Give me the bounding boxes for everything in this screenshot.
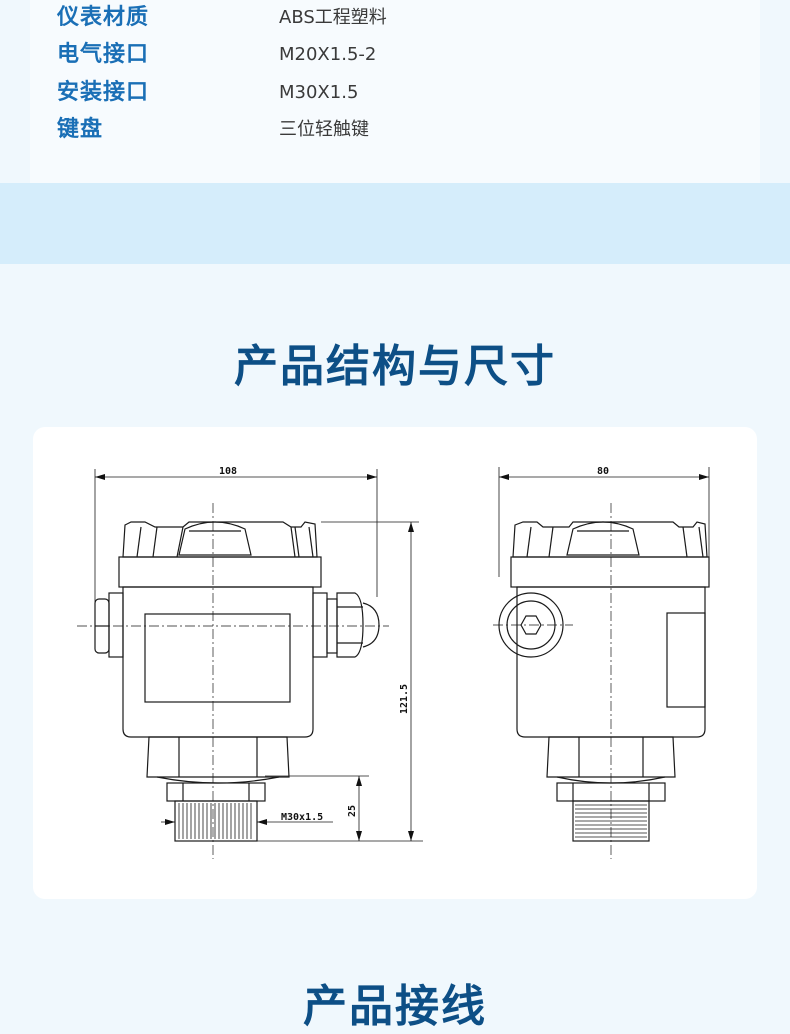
spec-value: M20X1.5-2 — [279, 44, 377, 65]
spec-value: ABS工程塑料 — [279, 7, 387, 28]
spec-row-electrical: 电气接口 M20X1.5-2 — [57, 40, 737, 70]
section-divider-band — [0, 183, 790, 264]
wiring-title: 产品接线 — [303, 981, 487, 1032]
spec-value: 三位轻触键 — [279, 119, 369, 140]
spec-label: 仪表材质 — [57, 5, 150, 30]
dimension-drawing-card: 108 — [33, 427, 757, 899]
spec-value: M30X1.5 — [279, 82, 359, 103]
dim-label-thread-height: 25 — [347, 805, 358, 817]
spec-row-mounting: 安装接口 M30X1.5 — [57, 78, 737, 108]
structure-title: 产品结构与尺寸 — [234, 341, 556, 392]
spec-row-keypad: 键盘 三位轻触键 — [57, 115, 737, 145]
dim-label-width-side: 80 — [597, 466, 609, 477]
spec-label: 键盘 — [57, 117, 104, 142]
dim-label-height: 121.5 — [399, 684, 410, 714]
front-view: 108 — [77, 466, 423, 859]
thread-label: M30x1.5 — [281, 812, 323, 823]
spec-row-material: 仪表材质 ABS工程塑料 — [57, 3, 737, 33]
spec-label: 电气接口 — [57, 42, 150, 67]
dimension-drawing: 108 — [77, 466, 710, 859]
side-view: 80 — [493, 466, 710, 859]
dim-label-width-front: 108 — [219, 466, 237, 477]
spec-table: 仪表材质 ABS工程塑料 电气接口 M20X1.5-2 安装接口 M30X1.5… — [30, 0, 760, 183]
spec-label: 安装接口 — [57, 80, 150, 105]
